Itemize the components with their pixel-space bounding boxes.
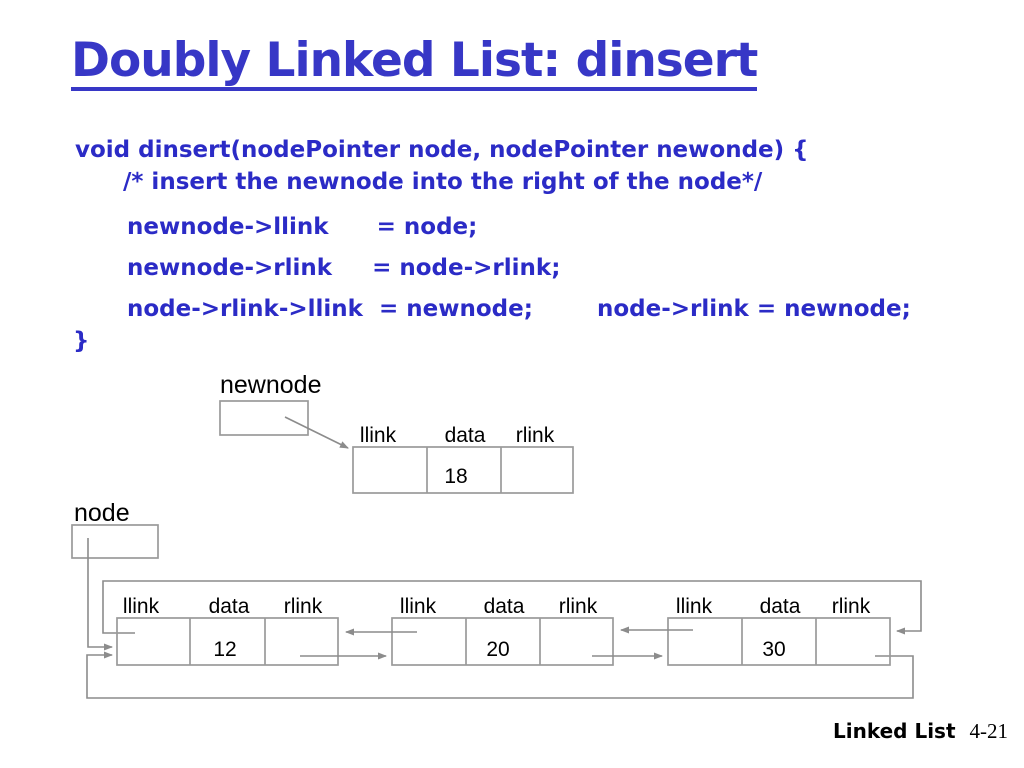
code-line-1: void dinsert(nodePointer node, nodePoint… (75, 137, 809, 163)
footer-course-label: Linked List (833, 719, 956, 743)
node3-llink-header: llink (676, 595, 713, 618)
llink-wraparound-arrow (102, 580, 922, 635)
newnode-pointer-group: newnode (219, 371, 349, 449)
node-pointer-group: node (71, 499, 159, 651)
footer-page-number: 4-21 (969, 719, 1009, 743)
node2-box (391, 617, 614, 666)
node1-box (116, 617, 339, 666)
node1-llink-header: llink (123, 595, 160, 618)
code-line-2: /* insert the newnode into the right of … (123, 169, 763, 195)
node-arrow (87, 538, 113, 651)
code-line-4: newnode->rlink = node->rlink; (127, 255, 561, 281)
node-pointer-box (71, 524, 159, 559)
newnode-pointer-box (219, 400, 309, 436)
code-line-6: } (73, 328, 90, 354)
newnode-node: llink data rlink 18 (352, 424, 574, 494)
chain-node-3: llink data rlink 30 (667, 595, 891, 666)
rlink-wraparound-arrow (86, 651, 914, 699)
code-line-3: newnode->llink = node; (127, 214, 478, 240)
node2-llink-header: llink (400, 595, 437, 618)
newnode-data-value: 18 (444, 465, 467, 488)
chain-node-2: llink data rlink 20 (391, 595, 614, 666)
node3-rlink-header: rlink (832, 595, 871, 618)
newnode-data-header: data (445, 424, 486, 447)
slide-title: Doubly Linked List: dinsert (71, 36, 758, 92)
newnode-llink-header: llink (360, 424, 397, 447)
node2-data-header: data (484, 595, 525, 618)
newnode-arrow (284, 416, 349, 449)
node-label: node (74, 499, 130, 527)
chain-node-1: llink data rlink 12 (116, 595, 339, 666)
node2-rlink-header: rlink (559, 595, 598, 618)
node3-box (667, 617, 891, 666)
newnode-label: newnode (220, 371, 321, 399)
node1-data-header: data (209, 595, 250, 618)
code-line-5: node->rlink->llink = newnode; node->rlin… (127, 296, 911, 322)
node2-data-value: 20 (486, 638, 509, 661)
node3-data-header: data (760, 595, 801, 618)
node1-rlink-header: rlink (284, 595, 323, 618)
newnode-node-box (352, 446, 574, 494)
newnode-rlink-header: rlink (516, 424, 555, 447)
node1-data-value: 12 (213, 638, 236, 661)
footer: Linked List 4-21 (833, 719, 1008, 744)
node3-data-value: 30 (762, 638, 785, 661)
